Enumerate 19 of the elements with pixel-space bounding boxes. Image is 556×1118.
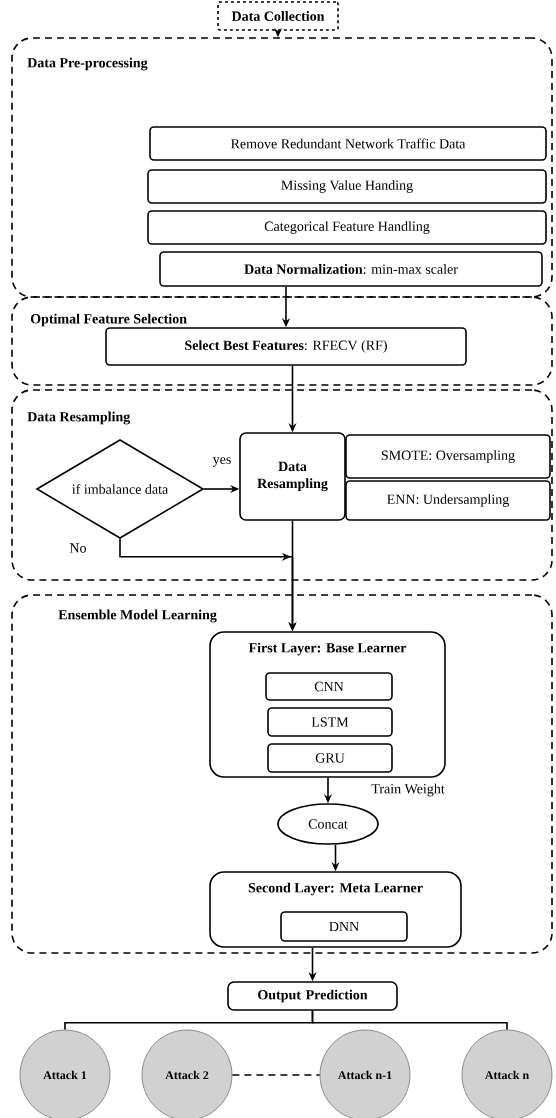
connector-line — [311, 1010, 508, 1031]
process-box: Missing Value Handing — [147, 169, 547, 204]
process-box: DNN — [280, 911, 408, 942]
process-box: GRU — [267, 743, 393, 773]
start-box: Data Collection — [217, 1, 339, 31]
edge-label: No — [68, 542, 88, 554]
process-box: Data Resampling — [239, 432, 346, 521]
process-box: Remove Redundant Network Traffic Data — [149, 126, 547, 161]
process-box: Output Prediction — [227, 981, 398, 1011]
process-box: Select Best Features: RFECV (RF) — [105, 327, 467, 366]
process-box: ENN: Undersampling — [345, 480, 551, 521]
process-box: Categorical Feature Handling — [147, 210, 547, 245]
edge-label: Train Weight — [370, 782, 446, 798]
process-box: LSTM — [267, 707, 393, 737]
process-box: Data Normalization: min-max scaler — [159, 251, 543, 287]
connector-line — [231, 1074, 321, 1076]
process-box: CNN — [265, 672, 393, 701]
edge-label: yes — [211, 456, 233, 468]
process-box: SMOTE: Oversampling — [345, 434, 551, 479]
